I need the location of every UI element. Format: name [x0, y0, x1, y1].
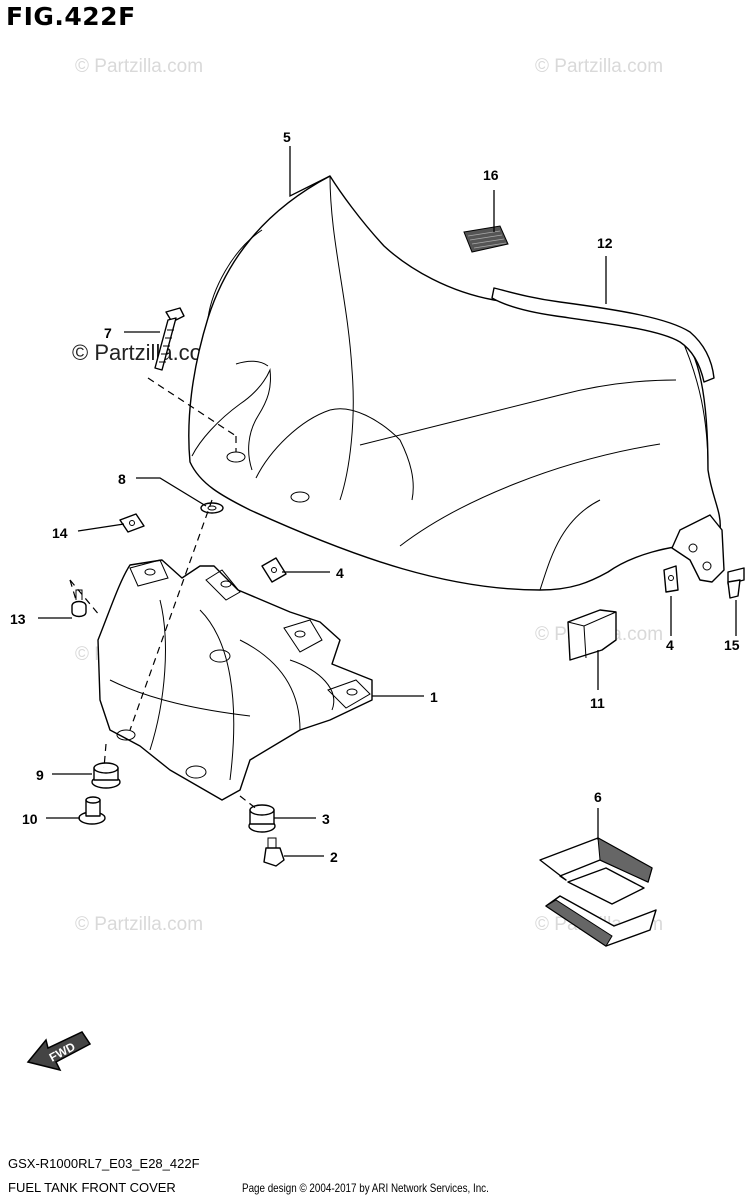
figure-name: FUEL TANK FRONT COVER — [8, 1180, 176, 1195]
part-11-pad[interactable] — [567, 609, 617, 661]
page-credit: Page design © 2004-2017 by ARI Network S… — [242, 1181, 489, 1195]
callout-1: 1 — [430, 689, 438, 705]
fwd-arrow-icon: FWD — [26, 1031, 92, 1072]
callout-3: 3 — [322, 811, 330, 827]
part-15-rivet[interactable] — [727, 567, 745, 599]
part-8-washer[interactable] — [200, 502, 224, 514]
callout-10: 10 — [22, 811, 38, 827]
callout-4-right: 4 — [666, 637, 674, 653]
part-12-trim-strip[interactable] — [491, 287, 715, 383]
part-5-front-cover[interactable] — [188, 175, 725, 591]
callout-2: 2 — [330, 849, 338, 865]
part-16-pad[interactable] — [463, 225, 509, 253]
part-13-screw[interactable] — [71, 589, 87, 618]
callout-14: 14 — [52, 525, 68, 541]
callout-13: 13 — [10, 611, 26, 627]
part-10-collar[interactable] — [78, 796, 106, 825]
part-7-bolt[interactable] — [154, 307, 185, 371]
callout-11: 11 — [590, 695, 605, 711]
figure-code: GSX-R1000RL7_E03_E28_422F — [8, 1156, 200, 1171]
part-2-bolt[interactable] — [263, 837, 285, 867]
callout-5: 5 — [283, 129, 291, 145]
callout-15: 15 — [724, 637, 740, 653]
watermark-text-dark: © Partzilla.com — [72, 340, 220, 365]
callouts: 5 16 12 7 8 14 4 13 4 15 11 1 9 10 3 2 6 — [10, 129, 740, 865]
watermark-text: © Partzilla.com — [535, 56, 663, 77]
part-3-grommet[interactable] — [248, 804, 276, 833]
part-4-clip-upper[interactable] — [261, 557, 287, 583]
part-6-emblem[interactable] — [539, 837, 657, 947]
callout-6: 6 — [594, 789, 602, 805]
part-4-clip-right[interactable] — [663, 565, 679, 593]
part-9-grommet[interactable] — [91, 762, 121, 789]
watermark-text: © Partzilla.com — [75, 914, 203, 935]
callout-16: 16 — [483, 167, 499, 183]
part-1-under-cover[interactable] — [97, 559, 373, 801]
callout-9: 9 — [36, 767, 44, 783]
watermark-text: © Partzilla.com — [75, 56, 203, 77]
assembly-lines — [69, 377, 259, 811]
callout-8: 8 — [118, 471, 126, 487]
callout-4-upper: 4 — [336, 565, 344, 581]
part-14-clip[interactable] — [119, 513, 145, 533]
leader-lines — [38, 146, 737, 857]
callout-7: 7 — [104, 325, 112, 341]
figure-title: FIG.422F — [6, 2, 136, 31]
callout-12: 12 — [597, 235, 613, 251]
